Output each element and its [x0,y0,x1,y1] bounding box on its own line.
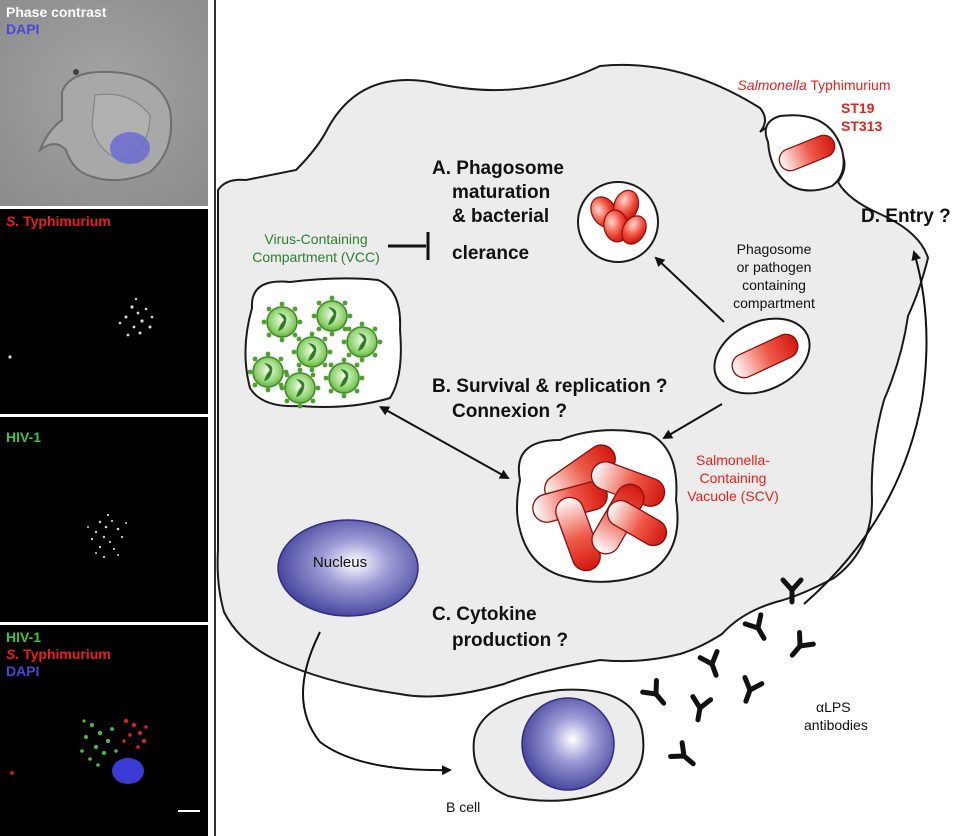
svg-text:antibodies: antibodies [804,717,868,733]
merge-hiv-label: HIV-1 [6,629,42,645]
salmonella-panel: S. Typhimurium [0,209,208,414]
arrow-vcc-scv [379,406,510,479]
svg-text:C. Cytokine: C. Cytokine [432,604,537,625]
svg-text:or pathogen: or pathogen [737,259,812,275]
vcc-label: Virus-Containing Compartment (VCC) [252,231,380,265]
arrow-entry [803,250,928,605]
merge-dapi-nucleus [112,758,144,784]
antibody-label: αLPS antibodies [804,699,868,733]
entry-label: D. Entry ? [861,206,951,227]
svg-text:Vacuole (SCV): Vacuole (SCV) [687,488,779,504]
scv-vacuole [516,429,679,583]
svg-text:production ?: production ? [452,630,568,651]
svg-text:Compartment (VCC): Compartment (VCC) [252,249,380,265]
salmonella-serovar: Typhimurium [19,213,111,229]
dapi-nucleus [110,132,150,164]
survival-label: B. Survival & replication ? Connexion ? [432,376,667,422]
svg-text:B. Survival & replication ?: B. Survival & replication ? [432,376,667,397]
b-cell [472,688,645,802]
merge-salmonella-serovar: Typhimurium [19,646,111,662]
svg-text:A. Phagosome: A. Phagosome [432,158,564,179]
arrow-to-scv [662,403,723,440]
nucleus-label: Nucleus [313,554,367,571]
phagosome-compartment-label: Phagosome or pathogen containing compart… [733,241,815,311]
merge-panel: HIV-1 S. Typhimurium DAPI [0,625,208,836]
entry-bacterium [778,134,836,172]
merge-dapi-label: DAPI [6,663,40,679]
salmonella-image [8,297,154,359]
strain-st19: ST19 [841,100,875,116]
svg-text:Salmonella-: Salmonella- [696,452,770,468]
cytokine-label: C. Cytokine production ? [432,604,568,651]
svg-text:clerance: clerance [452,243,529,264]
svg-text:maturation: maturation [452,182,550,203]
b-cell-nucleus [521,697,615,791]
merge-image [10,719,200,812]
phase-contrast-label: Phase contrast [6,4,107,20]
arrow-to-phagosome [654,256,725,323]
svg-text:compartment: compartment [733,295,815,311]
dapi-label: DAPI [6,21,40,37]
panel-divider [214,0,216,836]
hiv-label: HIV-1 [6,429,42,445]
svg-text:αLPS: αLPS [816,699,851,715]
merge-salmonella-label: S. Typhimurium [6,646,111,663]
merge-salmonella-genus-abbrev: S. [6,646,20,662]
arrow-to-bcell [302,631,452,776]
svg-text:Phagosome: Phagosome [737,241,812,257]
svg-text:Containing: Containing [700,470,767,486]
svg-text:& bacterial: & bacterial [452,206,549,227]
bacterium-name: Salmonella Typhimurium [737,77,890,93]
phase-contrast-image [0,0,208,206]
pathogen-compartment [713,317,811,395]
phagosome-title: A. Phagosome maturation & bacterial cler… [432,158,564,264]
scv-label: Salmonella- Containing Vacuole (SCV) [687,452,779,504]
macrophage-nucleus [277,519,419,617]
phase-contrast-panel: Phase contrast DAPI [0,0,208,206]
hiv-image [87,513,127,559]
hiv-panel: HIV-1 [0,417,208,622]
vcc-compartment [244,277,402,410]
salmonella-label: S. Typhimurium [6,213,111,230]
svg-text:containing: containing [742,277,806,293]
strain-st313: ST313 [841,118,882,134]
salmonella-genus-abbrev: S. [6,213,20,229]
svg-text:Virus-Containing: Virus-Containing [264,231,367,247]
phagosome-vacuole [577,181,659,263]
svg-text:Connexion ?: Connexion ? [452,401,567,422]
b-cell-label: B cell [446,799,480,815]
